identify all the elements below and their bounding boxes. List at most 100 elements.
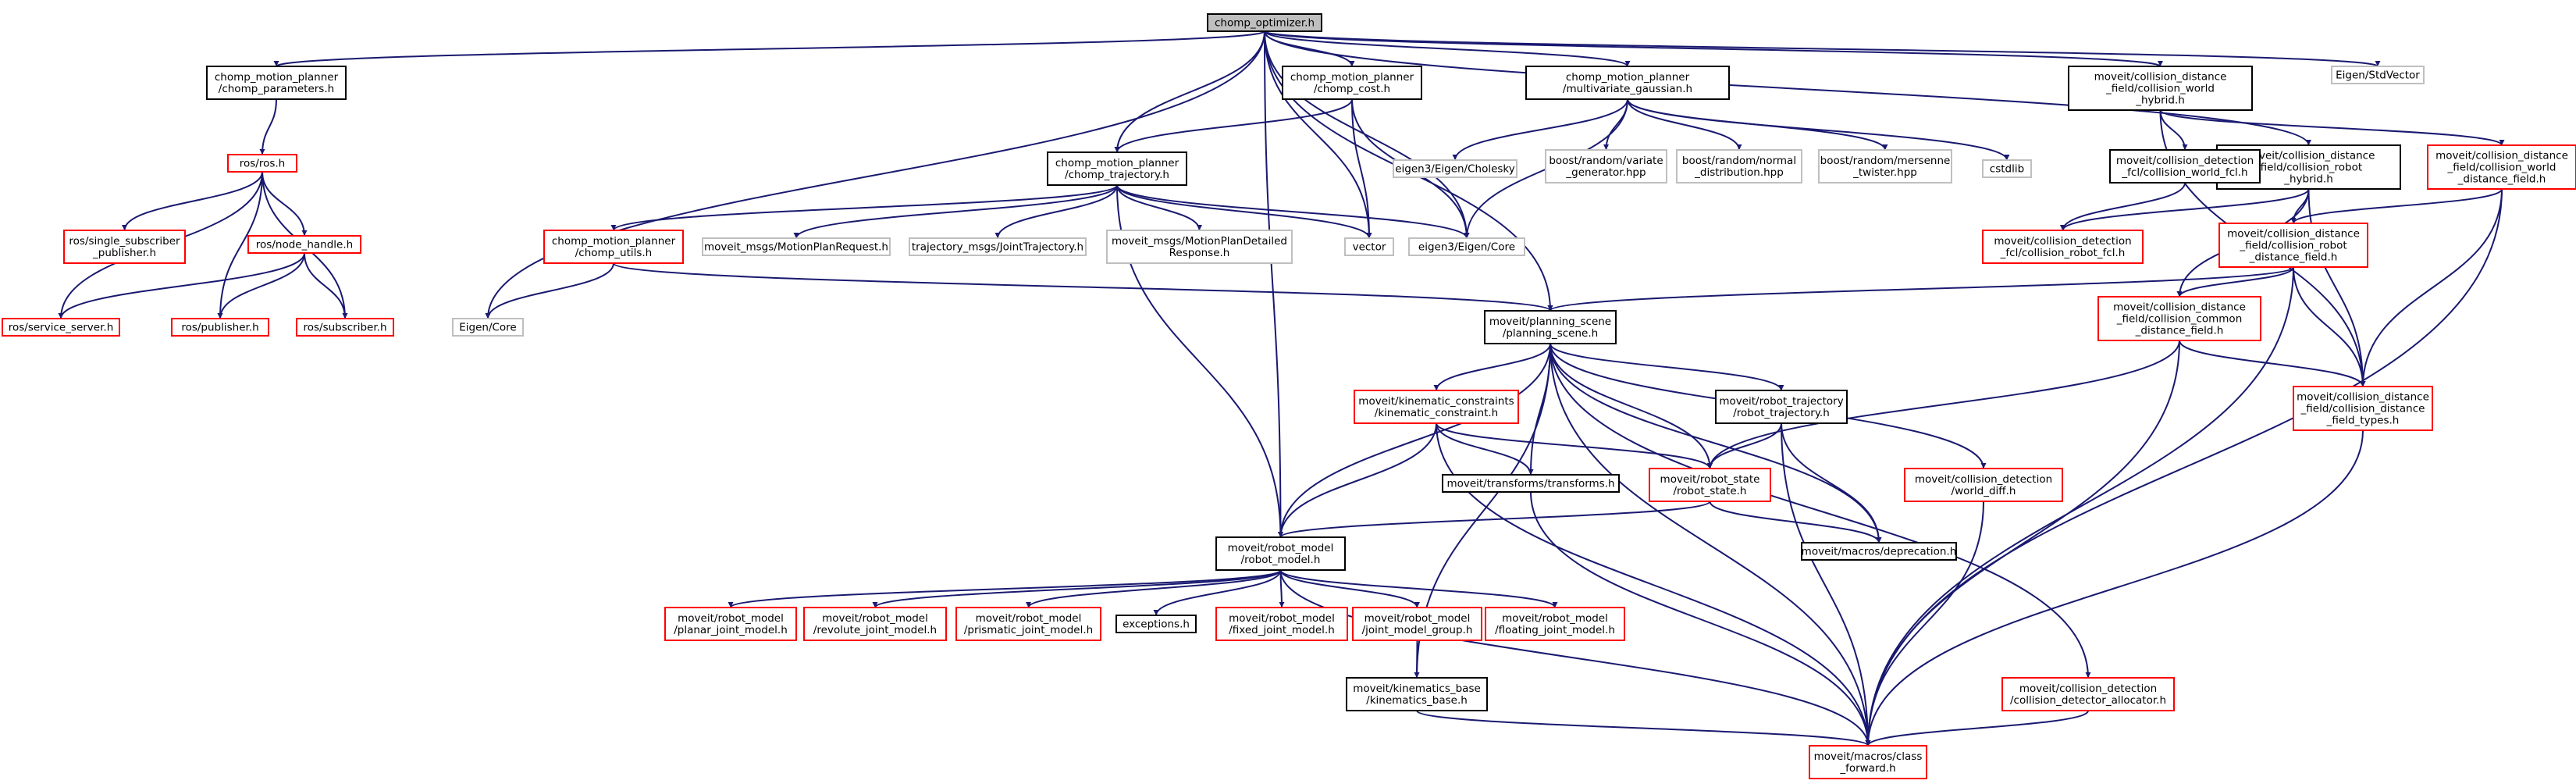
edge-cw_distance_field-to-class_forward bbox=[1865, 188, 2503, 747]
node-boost-normal: boost/random/normal_distribution.hpp bbox=[1676, 149, 1802, 184]
node-label: moveit/planning_scene bbox=[1489, 315, 1611, 328]
node-label: ros/node_handle.h bbox=[256, 239, 353, 251]
edge-ros_h-to-node_handle bbox=[262, 171, 308, 237]
node-fixed-joint[interactable]: moveit/robot_model/fixed_joint_model.h bbox=[1215, 607, 1348, 641]
node-box bbox=[452, 318, 524, 337]
node-boost-variate: boost/random/variate_generator.hpp bbox=[1545, 149, 1667, 184]
nodes-layer: chomp_optimizer.h chomp_motion_planner/ch… bbox=[2, 13, 2576, 779]
node-box bbox=[1545, 149, 1667, 184]
node-cw-fcl[interactable]: moveit/collision_detection_fcl/collision… bbox=[2109, 149, 2261, 184]
node-label: vector bbox=[1353, 241, 1386, 254]
node-transforms[interactable]: moveit/transforms/transforms.h bbox=[1442, 474, 1620, 493]
node-box bbox=[2109, 149, 2261, 184]
node-box bbox=[1346, 677, 1488, 711]
node-label: _forward.h bbox=[1839, 762, 1895, 775]
node-label: _distance_field.h bbox=[2249, 251, 2338, 264]
node-chomp-utils[interactable]: chomp_motion_planner/chomp_utils.h bbox=[543, 230, 684, 264]
node-chomp-trajectory[interactable]: chomp_motion_planner/chomp_trajectory.h bbox=[1047, 151, 1187, 186]
node-label: /multivariate_gaussian.h bbox=[1563, 83, 1692, 95]
node-label: ros/service_server.h bbox=[9, 322, 114, 334]
node-box bbox=[543, 230, 684, 264]
node-single-sub-pub[interactable]: ros/single_subscriber_publisher.h bbox=[63, 230, 186, 264]
node-label: /chomp_utils.h bbox=[575, 247, 653, 259]
node-prismatic-joint[interactable]: moveit/robot_model/prismatic_joint_model… bbox=[955, 607, 1101, 641]
node-label: Response.h bbox=[1169, 247, 1230, 259]
node-box bbox=[1649, 468, 1771, 502]
node-cr-distance-field[interactable]: moveit/collision_distance_field/collisio… bbox=[2218, 223, 2368, 268]
node-box bbox=[2097, 296, 2261, 341]
edge-multivariate_gaussian-to-cstdlib bbox=[1627, 98, 2010, 161]
node-revolute-joint[interactable]: moveit/robot_model/revolute_joint_model.… bbox=[803, 607, 947, 641]
node-box bbox=[206, 66, 347, 100]
node-box bbox=[1676, 149, 1802, 184]
node-robot-model[interactable]: moveit/robot_model/robot_model.h bbox=[1215, 536, 1346, 571]
edge-planning_scene-to-robot_model bbox=[1278, 343, 1551, 538]
node-label: moveit/macros/deprecation.h bbox=[1802, 546, 1957, 558]
node-label: _distance_field.h bbox=[2457, 173, 2546, 186]
node-robot-state[interactable]: moveit/robot_state/robot_state.h bbox=[1649, 468, 1771, 502]
node-floating-joint[interactable]: moveit/robot_model/floating_joint_model.… bbox=[1485, 607, 1625, 641]
node-cr-fcl[interactable]: moveit/collision_detection_fcl/collision… bbox=[1982, 230, 2144, 264]
node-cw-hybrid[interactable]: moveit/collision_distance_field/collisio… bbox=[2068, 66, 2253, 111]
node-world-diff[interactable]: moveit/collision_detection/world_diff.h bbox=[1904, 468, 2063, 502]
node-cd-field-types[interactable]: moveit/collision_distance_field/collisio… bbox=[2293, 386, 2433, 431]
node-planar-joint[interactable]: moveit/robot_model/planar_joint_model.h bbox=[664, 607, 797, 641]
node-deprecation[interactable]: moveit/macros/deprecation.h bbox=[1801, 542, 1957, 561]
node-box bbox=[171, 318, 269, 337]
node-cw-distance-field[interactable]: moveit/collision_distance_field/collisio… bbox=[2427, 144, 2576, 190]
node-box bbox=[2331, 66, 2425, 84]
node-label: /robot_trajectory.h bbox=[1733, 407, 1830, 419]
node-box bbox=[664, 607, 797, 641]
edge-chomp_trajectory-to-chomp_utils bbox=[610, 184, 1118, 231]
node-label: _fcl/collision_robot_fcl.h bbox=[2000, 247, 2126, 259]
node-cd-allocator[interactable]: moveit/collision_detection/collision_det… bbox=[2001, 677, 2175, 711]
node-chomp-cost[interactable]: chomp_motion_planner/chomp_cost.h bbox=[1282, 66, 1422, 100]
edge-robot_trajectory-to-class_forward bbox=[1781, 422, 1871, 747]
node-node-handle[interactable]: ros/node_handle.h bbox=[247, 235, 361, 254]
node-box bbox=[1215, 536, 1346, 571]
node-kinematics-base[interactable]: moveit/kinematics_base/kinematics_base.h bbox=[1346, 677, 1488, 711]
node-box bbox=[1801, 542, 1957, 561]
node-exceptions[interactable]: exceptions.h bbox=[1115, 615, 1197, 633]
node-ros-service-server[interactable]: ros/service_server.h bbox=[2, 318, 120, 337]
node-label: boost/random/variate bbox=[1549, 155, 1663, 167]
edge-robot_trajectory-to-deprecation bbox=[1781, 422, 1882, 543]
node-ros-subscriber[interactable]: ros/subscriber.h bbox=[296, 318, 394, 337]
node-box bbox=[1344, 237, 1394, 256]
node-label: chomp_motion_planner bbox=[1566, 71, 1690, 84]
node-label: boost/random/normal bbox=[1682, 155, 1796, 167]
node-label: chomp_motion_planner bbox=[1290, 71, 1414, 84]
node-label: _field/collision_world bbox=[2447, 162, 2556, 174]
node-label: moveit/collision_distance bbox=[2243, 150, 2375, 162]
node-box bbox=[1818, 149, 1952, 184]
node-label: /kinematics_base.h bbox=[1366, 694, 1468, 707]
node-cc-distance-field[interactable]: moveit/collision_distance_field/collisio… bbox=[2097, 296, 2261, 341]
node-label: ros/single_subscriber bbox=[69, 235, 180, 248]
edge-planning_scene-to-robot_state bbox=[1550, 343, 1713, 469]
node-multivariate-gaussian[interactable]: chomp_motion_planner/multivariate_gaussi… bbox=[1525, 66, 1730, 100]
node-label: moveit/collision_detection bbox=[2116, 155, 2254, 167]
edge-kinematic_constraint-to-robot_state bbox=[1436, 422, 1713, 469]
node-eigen-core: eigen3/Eigen/Core bbox=[1408, 237, 1525, 256]
node-planning-scene[interactable]: moveit/planning_scene/planning_scene.h bbox=[1484, 310, 1617, 344]
node-ros-publisher[interactable]: ros/publisher.h bbox=[171, 318, 269, 337]
edges-layer bbox=[58, 30, 2505, 747]
node-ros-h[interactable]: ros/ros.h bbox=[227, 154, 297, 173]
edge-chomp_parameters-to-ros_h bbox=[259, 98, 277, 155]
node-label: /world_diff.h bbox=[1952, 485, 2016, 497]
edge-root-to-eigen_stdvector bbox=[1264, 30, 2381, 67]
node-joint-model-group[interactable]: moveit/robot_model/joint_model_group.h bbox=[1352, 607, 1482, 641]
node-robot-trajectory[interactable]: moveit/robot_trajectory/robot_trajectory… bbox=[1715, 390, 1848, 424]
node-label: moveit/robot_model bbox=[1364, 612, 1471, 625]
node-box bbox=[1809, 745, 1927, 779]
node-label: /kinematic_constraint.h bbox=[1375, 407, 1498, 419]
node-root[interactable]: chomp_optimizer.h bbox=[1207, 13, 1322, 32]
node-label: moveit/collision_distance bbox=[2227, 228, 2360, 241]
edge-multivariate_gaussian-to-boost_normal bbox=[1627, 98, 1742, 151]
node-box bbox=[1106, 230, 1293, 264]
node-class-forward[interactable]: moveit/macros/class_forward.h bbox=[1809, 745, 1927, 779]
node-kinematic-constraint[interactable]: moveit/kinematic_constraints/kinematic_c… bbox=[1354, 390, 1519, 424]
node-label: _twister.hpp bbox=[1852, 166, 1917, 179]
node-chomp-parameters[interactable]: chomp_motion_planner/chomp_parameters.h bbox=[206, 66, 347, 100]
